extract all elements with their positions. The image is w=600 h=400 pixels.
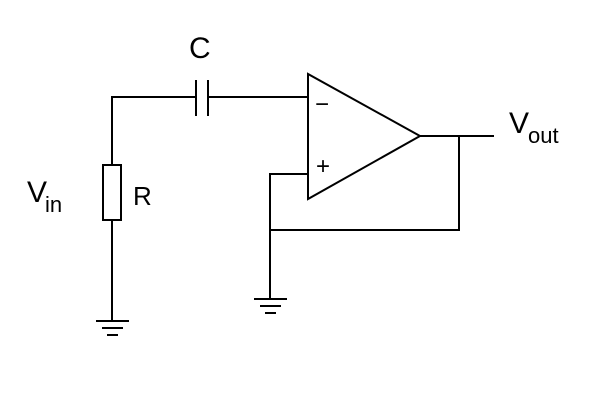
output-voltage-label: V out — [509, 107, 559, 148]
resistor-label: R — [133, 181, 152, 211]
input-voltage-sub: in — [45, 192, 62, 217]
opamp-symbol — [307, 72, 423, 201]
resistor-symbol — [102, 164, 122, 221]
output-voltage-main: V — [509, 107, 529, 140]
capacitor-symbol — [195, 80, 209, 116]
ground-icon-input — [96, 320, 129, 336]
input-voltage-main: V — [27, 176, 47, 209]
input-voltage-label: V in — [27, 176, 62, 217]
opamp-inverting-sign: − — [315, 91, 329, 118]
output-voltage-sub: out — [528, 123, 559, 148]
ground-icon-opamp — [254, 298, 287, 314]
capacitor-label: C — [189, 32, 211, 65]
opamp-noninverting-sign: + — [316, 153, 330, 180]
